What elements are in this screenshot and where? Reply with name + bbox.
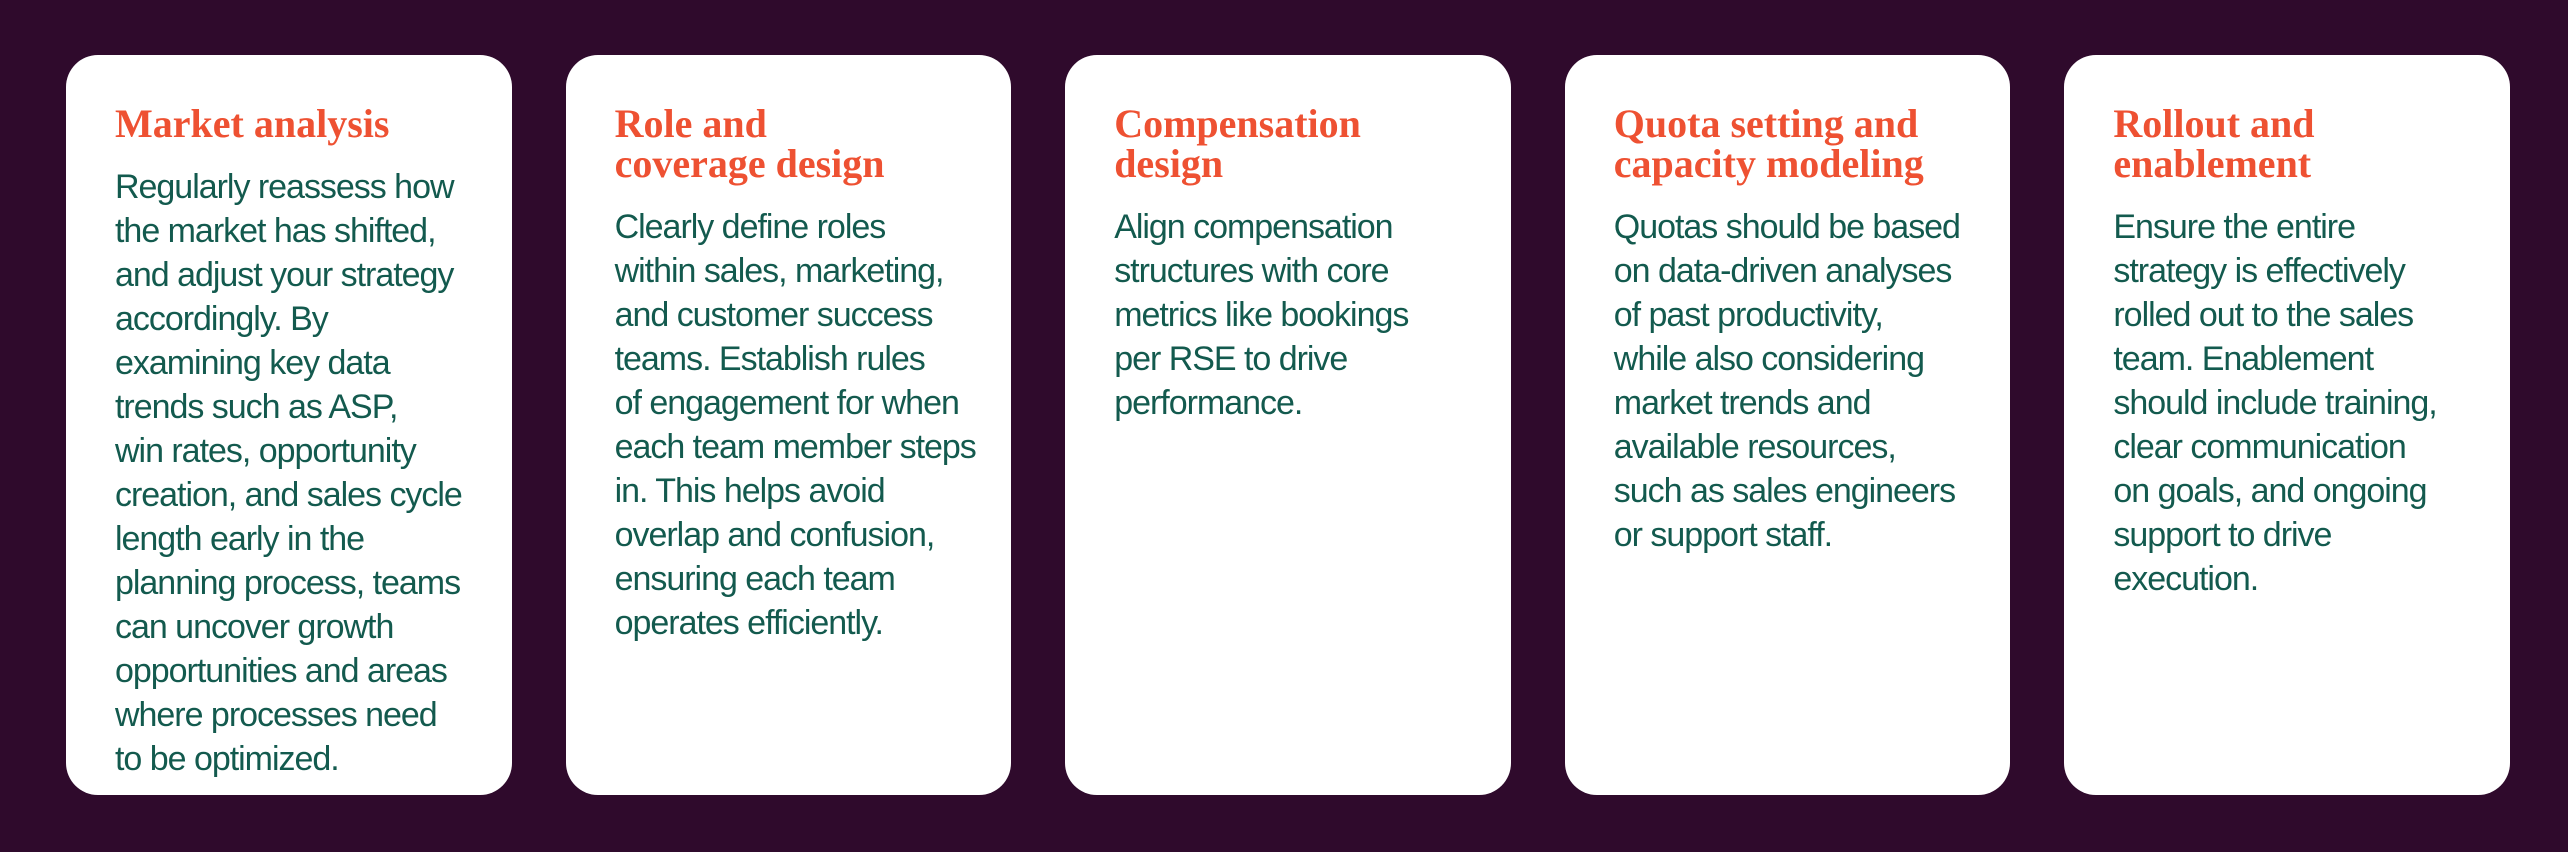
card-body-text: Align compensation structures with core … [1114, 208, 1409, 422]
card-compensation-design: Compensation design Align compensation s… [1065, 55, 1511, 795]
card-quota-setting-and-capacity-modeling: Quota setting and capacity modeling Quot… [1564, 55, 2011, 795]
card-title: Role and coverage design [614, 101, 885, 186]
card-rollout-and-enablement: Rollout and enablement Ensure the entire… [2064, 55, 2510, 795]
card-role-and-coverage-design: Role and coverage design Clearly define … [565, 55, 1012, 795]
card-title: Rollout and enablement [2113, 101, 2315, 186]
card-title: Quota setting and capacity modeling [1613, 101, 1924, 186]
card-market-analysis: Market analysis Regularly reassess how t… [66, 55, 512, 795]
card-title: Compensation design [1114, 101, 1361, 186]
card-body-text: Regularly reassess how the market has sh… [115, 168, 463, 778]
card-body-text: Ensure the entire strategy is effectivel… [2113, 208, 2437, 598]
card-body-text: Clearly define roles within sales, marke… [614, 208, 977, 642]
card-body-text: Quotas should be based on data-driven an… [1613, 208, 1961, 554]
card-title: Market analysis [115, 101, 390, 146]
